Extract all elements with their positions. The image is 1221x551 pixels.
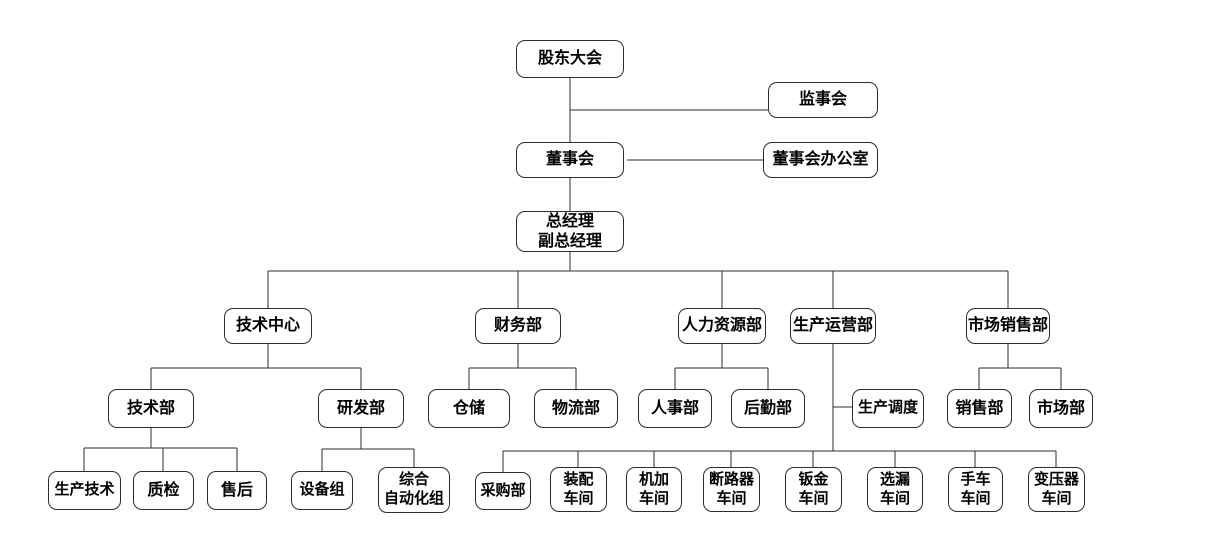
org-node-machining-workshop: 机加 车间 — [626, 467, 682, 512]
org-node-integrated-automation-group: 综合 自动化组 — [378, 467, 450, 513]
org-node-personnel-dept: 人事部 — [638, 389, 712, 428]
org-node-logistics-dept: 物流部 — [534, 389, 618, 428]
org-node-finance-dept: 财务部 — [475, 308, 561, 344]
org-node-support-dept: 后勤部 — [731, 389, 805, 428]
org-node-handcart-workshop: 手车 车间 — [948, 467, 1003, 512]
org-node-assembly-workshop: 装配 车间 — [550, 467, 607, 512]
org-node-shareholders-meeting: 股东大会 — [516, 40, 624, 78]
org-node-after-sales: 售后 — [207, 471, 267, 510]
org-node-marketing-sales-dept: 市场销售部 — [966, 308, 1050, 344]
org-node-rnd-dept: 研发部 — [318, 389, 404, 428]
org-node-warehouse: 仓储 — [428, 389, 510, 428]
org-node-transformer-workshop: 变压器 车间 — [1028, 467, 1085, 512]
org-node-board-office: 董事会办公室 — [763, 142, 878, 178]
org-node-tech-center: 技术中心 — [224, 308, 312, 344]
org-node-circuit-breaker-workshop: 断路器 车间 — [703, 467, 760, 512]
org-node-hr-dept: 人力资源部 — [678, 308, 766, 344]
org-node-tech-dept: 技术部 — [108, 389, 194, 428]
org-node-general-manager: 总经理 副总经理 — [516, 211, 624, 252]
org-node-leak-test-workshop: 选漏 车间 — [867, 467, 923, 512]
org-node-quality-inspection: 质检 — [133, 471, 194, 510]
org-node-market-dept: 市场部 — [1029, 389, 1093, 428]
org-node-board-of-directors: 董事会 — [516, 142, 624, 178]
org-node-production-ops-dept: 生产运营部 — [790, 308, 876, 344]
org-node-sheet-metal-workshop: 钣金 车间 — [785, 467, 842, 512]
org-node-equipment-group: 设备组 — [291, 471, 353, 510]
org-node-sales-dept: 销售部 — [947, 389, 1012, 428]
org-node-supervisory-board: 监事会 — [768, 82, 878, 118]
org-node-purchasing-dept: 采购部 — [475, 472, 531, 510]
org-node-production-dispatch: 生产调度 — [852, 389, 924, 428]
org-node-production-tech: 生产技术 — [48, 471, 121, 510]
